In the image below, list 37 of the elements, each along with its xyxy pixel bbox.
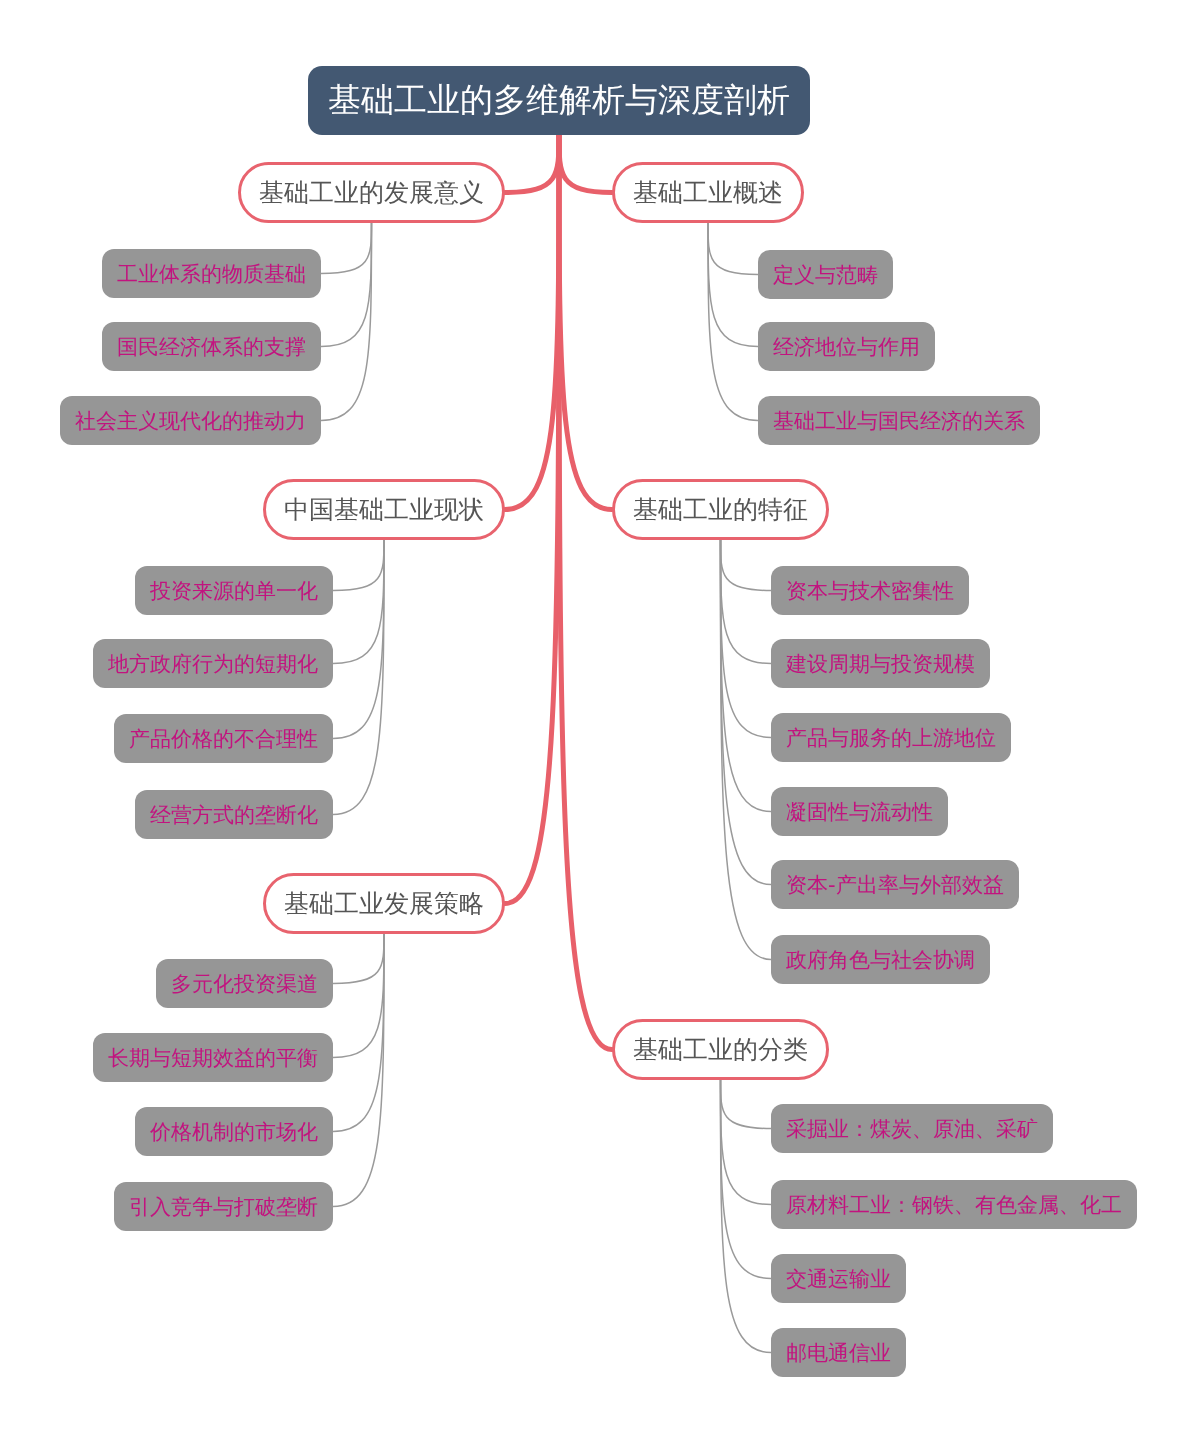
main-topic-box: 基础工业的分类	[612, 1019, 829, 1080]
connector-line	[719, 539, 772, 961]
subtopic-box: 产品与服务的上游地位	[771, 713, 1011, 762]
connector-line	[332, 539, 385, 816]
subtopic-box: 投资来源的单一化	[135, 566, 333, 615]
subtopic-box: 经营方式的垄断化	[135, 790, 333, 839]
main-topic-box: 基础工业的特征	[612, 479, 829, 540]
subtopic-box: 凝固性与流动性	[771, 787, 948, 836]
subtopic-box: 国民经济体系的支撑	[102, 322, 321, 371]
subtopic-box: 建设周期与投资规模	[771, 639, 990, 688]
connector-line	[332, 933, 385, 1208]
subtopic-box: 工业体系的物质基础	[102, 249, 321, 298]
subtopic-box: 多元化投资渠道	[156, 959, 333, 1008]
subtopic-box: 资本-产出率与外部效益	[771, 860, 1019, 909]
subtopic-box: 长期与短期效益的平衡	[93, 1033, 333, 1082]
subtopic-box: 社会主义现代化的推动力	[60, 396, 321, 445]
subtopic-box: 政府角色与社会协调	[771, 935, 990, 984]
subtopic-box: 基础工业与国民经济的关系	[758, 396, 1040, 445]
subtopic-box: 邮电通信业	[771, 1328, 906, 1377]
subtopic-box: 引入竞争与打破垄断	[114, 1182, 333, 1231]
connector-line	[320, 222, 373, 422]
connector-line	[707, 222, 759, 422]
subtopic-box: 采掘业：煤炭、原油、采矿	[771, 1104, 1053, 1153]
connector-line	[719, 1079, 772, 1354]
subtopic-box: 价格机制的市场化	[135, 1107, 333, 1156]
subtopic-box: 资本与技术密集性	[771, 566, 969, 615]
main-topic-box: 基础工业的发展意义	[238, 162, 505, 223]
subtopic-box: 交通运输业	[771, 1254, 906, 1303]
central-topic-box: 基础工业的多维解析与深度剖析	[308, 66, 810, 135]
subtopic-box: 定义与范畴	[758, 250, 893, 299]
subtopic-box: 原材料工业：钢铁、有色金属、化工	[771, 1180, 1137, 1229]
main-topic-box: 基础工业概述	[612, 162, 804, 223]
subtopic-box: 产品价格的不合理性	[114, 714, 333, 763]
main-topic-box: 基础工业发展策略	[263, 873, 505, 934]
subtopic-box: 地方政府行为的短期化	[93, 639, 333, 688]
subtopic-box: 经济地位与作用	[758, 322, 935, 371]
main-topic-box: 中国基础工业现状	[263, 479, 505, 540]
